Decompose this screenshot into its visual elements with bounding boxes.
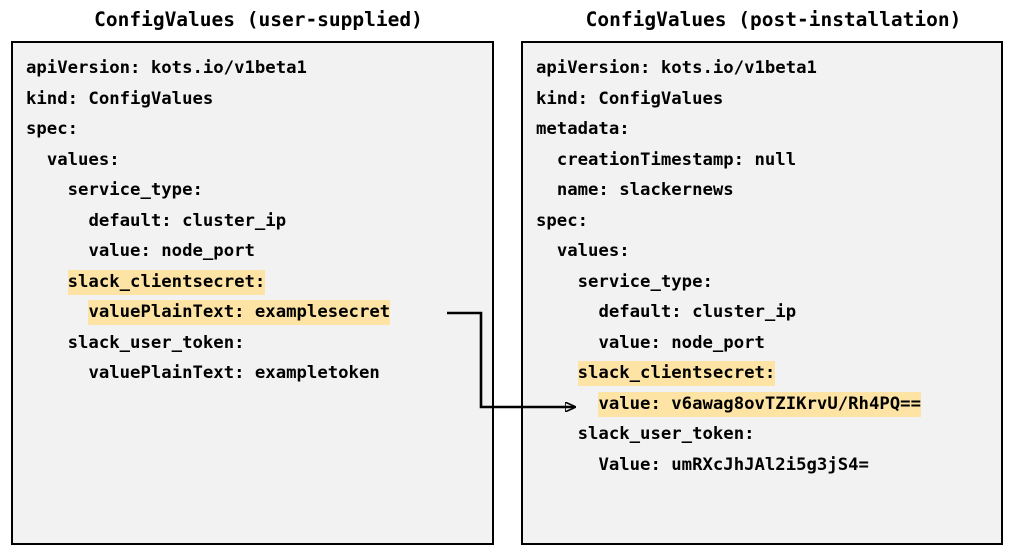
code-indent	[536, 333, 598, 353]
code-text: value: node_port	[598, 332, 765, 353]
code-line: apiVersion: kots.io/v1beta1	[536, 53, 1001, 84]
code-text: creationTimestamp: null	[556, 149, 797, 170]
code-text: values:	[556, 241, 630, 261]
code-line: value: node_port	[26, 236, 492, 267]
code-text: service_type:	[67, 180, 203, 200]
code-indent	[26, 272, 68, 292]
code-text: default: cluster_ip	[88, 210, 287, 231]
code-text: default: cluster_ip	[598, 302, 797, 322]
code-line: metadata:	[536, 114, 1001, 145]
code-text: apiVersion: kots.io/v1beta1	[536, 58, 817, 78]
code-lines-post-installation: apiVersion: kots.io/v1beta1 kind: ConfigV…	[536, 53, 1001, 480]
code-indent	[536, 302, 598, 322]
code-line: valuePlainText: examplesecret	[26, 297, 492, 328]
code-text: metadata:	[536, 119, 630, 139]
code-indent	[26, 302, 88, 322]
code-line: valuePlainText: exampletoken	[26, 358, 492, 389]
code-indent	[536, 241, 557, 261]
code-indent	[536, 180, 557, 200]
code-text: slack_clientsecret:	[67, 269, 266, 295]
code-indent	[536, 424, 578, 444]
code-text: apiVersion: kots.io/v1beta1	[26, 58, 307, 78]
code-text: Value: umRXcJhJAl2i5g3jS4=	[598, 454, 869, 475]
panel-user-supplied: ConfigValues (user-supplied) apiVersion:…	[0, 0, 505, 559]
code-text: values:	[46, 149, 120, 170]
code-line: kind: ConfigValues	[536, 84, 1001, 115]
code-line: spec:	[26, 114, 492, 145]
code-text: valuePlainText: exampletoken	[88, 363, 380, 383]
code-indent	[536, 272, 578, 292]
code-text: spec:	[26, 119, 79, 139]
code-line: apiVersion: kots.io/v1beta1	[26, 53, 492, 84]
code-box-post-installation: apiVersion: kots.io/v1beta1 kind: ConfigV…	[521, 41, 1003, 545]
code-line: Value: umRXcJhJAl2i5g3jS4=	[536, 450, 1001, 481]
code-text: value: v6awag8ovTZIKrvU/Rh4PQ==	[598, 391, 921, 417]
code-line: values:	[536, 236, 1001, 267]
code-line: kind: ConfigValues	[26, 84, 492, 115]
code-line: default: cluster_ip	[536, 297, 1001, 328]
code-indent	[26, 150, 47, 170]
code-indent	[536, 394, 598, 414]
code-line: slack_user_token:	[26, 328, 492, 359]
panel-post-installation: ConfigValues (post-installation) apiVers…	[512, 0, 1019, 559]
code-text: service_type:	[577, 271, 713, 292]
code-lines-user-supplied: apiVersion: kots.io/v1beta1 kind: ConfigV…	[26, 53, 492, 389]
code-text: spec:	[536, 210, 589, 231]
code-line: value: v6awag8ovTZIKrvU/Rh4PQ==	[536, 389, 1001, 420]
panel-title-user-supplied: ConfigValues (user-supplied)	[94, 8, 423, 31]
code-indent	[26, 363, 88, 383]
code-line: creationTimestamp: null	[536, 145, 1001, 176]
code-line: values:	[26, 145, 492, 176]
code-line: service_type:	[536, 267, 1001, 298]
code-indent	[536, 455, 598, 475]
code-text: slack_user_token:	[577, 424, 755, 444]
code-text: slack_user_token:	[67, 332, 245, 353]
code-text: kind: ConfigValues	[26, 88, 214, 109]
code-indent	[26, 241, 88, 261]
code-indent	[536, 150, 557, 170]
code-line: value: node_port	[536, 328, 1001, 359]
code-text: valuePlainText: examplesecret	[88, 300, 391, 325]
code-text: kind: ConfigValues	[536, 88, 724, 109]
code-text: name: slackernews	[556, 180, 734, 200]
code-indent	[26, 211, 88, 231]
code-line: service_type:	[26, 175, 492, 206]
panel-title-post-installation: ConfigValues (post-installation)	[585, 8, 962, 31]
code-indent	[536, 363, 578, 383]
code-box-user-supplied: apiVersion: kots.io/v1beta1 kind: ConfigV…	[11, 41, 494, 545]
code-line: name: slackernews	[536, 175, 1001, 206]
code-indent	[26, 180, 68, 200]
code-indent	[26, 333, 68, 353]
code-text: slack_clientsecret:	[577, 361, 776, 386]
code-line: default: cluster_ip	[26, 206, 492, 237]
code-text: value: node_port	[88, 241, 255, 261]
code-line: slack_user_token:	[536, 419, 1001, 450]
code-line: slack_clientsecret:	[536, 358, 1001, 389]
code-line: slack_clientsecret:	[26, 267, 492, 298]
code-line: spec:	[536, 206, 1001, 237]
